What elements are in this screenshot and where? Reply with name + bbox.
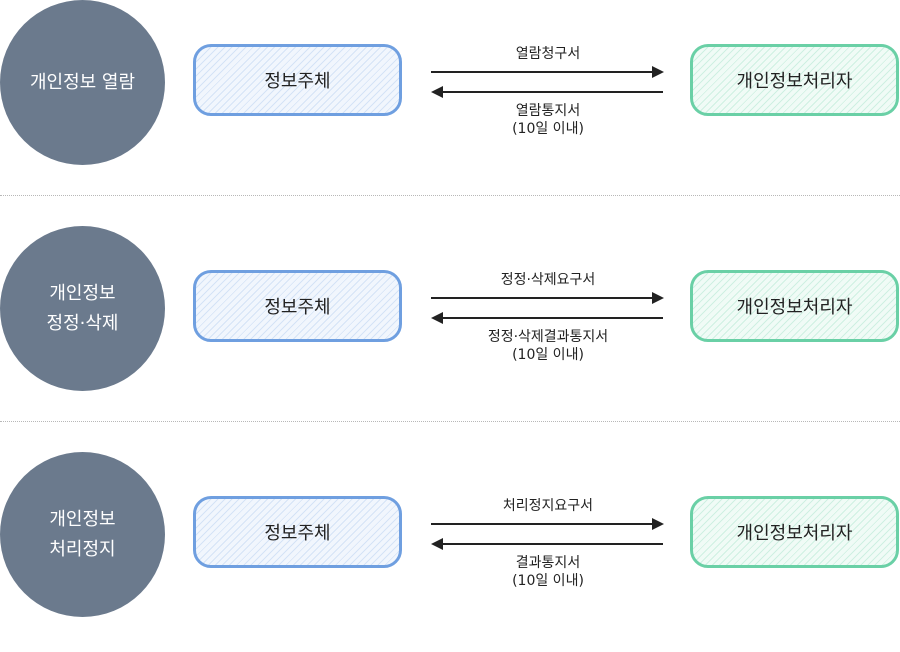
data-subject-box: 정보주체 — [193, 496, 402, 568]
data-subject-label: 정보주체 — [264, 297, 331, 318]
deadline-label: (10일 이내) — [512, 347, 584, 363]
data-processor-box: 개인정보처리자 — [690, 496, 899, 568]
data-subject-box: 정보주체 — [193, 270, 402, 342]
data-processor-box: 개인정보처리자 — [690, 270, 899, 342]
data-processor-box: 개인정보처리자 — [690, 44, 899, 116]
data-processor-label: 개인정보처리자 — [736, 523, 853, 544]
category-circle: 개인정보 정정·삭제 — [0, 226, 165, 391]
response-arrow-head — [431, 312, 443, 324]
row-divider — [0, 421, 900, 422]
category-label-line: 처리정지 — [49, 538, 116, 560]
flow-arrows — [431, 518, 664, 550]
category-circle: 개인정보 열람 — [0, 0, 165, 165]
response-label-group: 정정·삭제결과통지서 (10일 이내) — [428, 328, 668, 364]
request-arrow-head — [652, 518, 664, 530]
flow-row-suspension: 개인정보 처리정지 정보주체 처리정지요구서 결과통지서 (10일 이내) 개인… — [0, 452, 900, 652]
deadline-label: (10일 이내) — [512, 121, 584, 137]
category-label-line: 개인정보 — [49, 508, 116, 530]
request-arrow-head — [652, 66, 664, 78]
data-subject-label: 정보주체 — [264, 523, 331, 544]
request-label: 열람청구서 — [515, 46, 581, 62]
category-circle: 개인정보 처리정지 — [0, 452, 165, 617]
row-divider — [0, 195, 900, 196]
request-arrow-head — [652, 292, 664, 304]
response-label-group: 열람통지서 (10일 이내) — [428, 102, 668, 138]
flow-row-correction: 개인정보 정정·삭제 정보주체 정정·삭제요구서 정정·삭제결과통지서 (10일… — [0, 226, 900, 426]
data-processor-label: 개인정보처리자 — [736, 71, 853, 92]
response-arrow-head — [431, 538, 443, 550]
flow-arrows — [431, 66, 664, 98]
response-label: 정정·삭제결과통지서 — [487, 329, 609, 345]
category-label-line: 정정·삭제 — [46, 312, 119, 334]
request-label: 정정·삭제요구서 — [500, 272, 596, 288]
deadline-label: (10일 이내) — [512, 573, 584, 589]
response-label: 열람통지서 — [515, 103, 581, 119]
data-subject-label: 정보주체 — [264, 71, 331, 92]
category-label-line: 개인정보 열람 — [29, 71, 136, 93]
category-label-line: 개인정보 — [49, 282, 116, 304]
flow-arrows — [431, 292, 664, 324]
data-processor-label: 개인정보처리자 — [736, 297, 853, 318]
response-label: 결과통지서 — [515, 555, 581, 571]
response-label-group: 결과통지서 (10일 이내) — [428, 554, 668, 590]
data-subject-box: 정보주체 — [193, 44, 402, 116]
request-label: 처리정지요구서 — [502, 498, 594, 514]
response-arrow-head — [431, 86, 443, 98]
flow-row-access: 개인정보 열람 정보주체 열람청구서 열람통지서 (10일 이내) 개인정보처리… — [0, 0, 900, 200]
